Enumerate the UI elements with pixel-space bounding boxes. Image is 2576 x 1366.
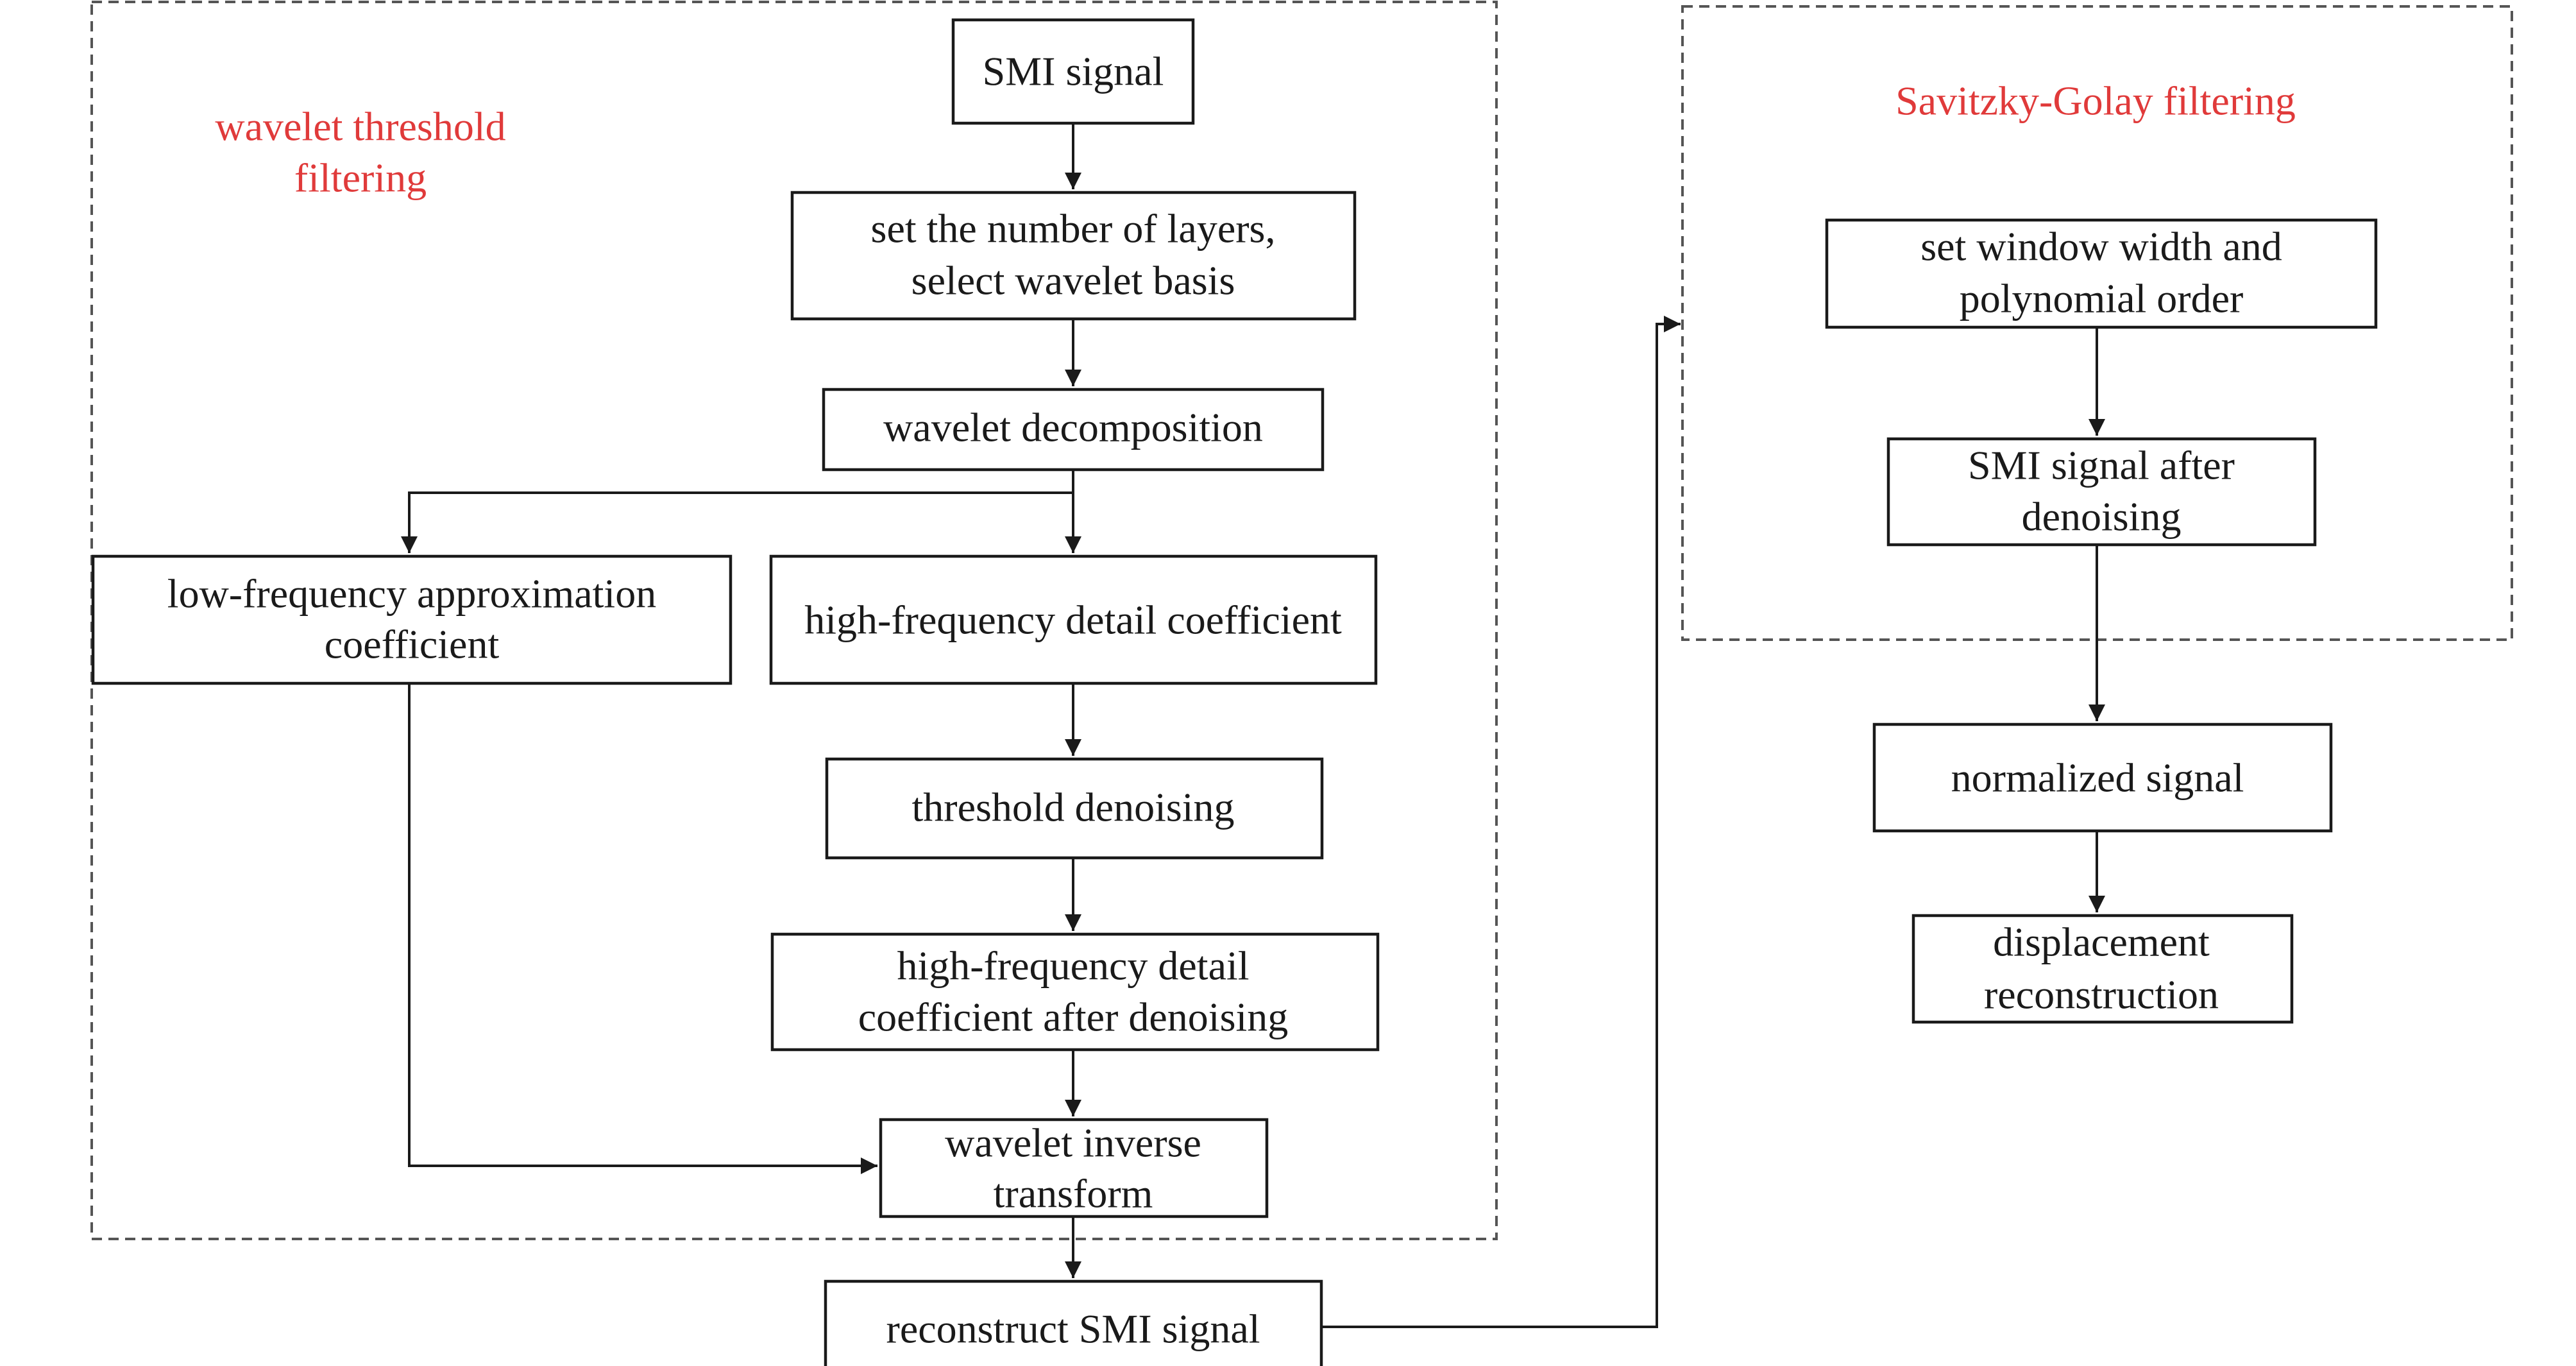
node-threshold: threshold denoising <box>825 757 1324 860</box>
node-reconstruct: reconstruct SMI signal <box>824 1279 1323 1366</box>
node-high-freq-denoised-line1: high-frequency detail <box>897 943 1249 989</box>
node-smi-signal-line1: SMI signal <box>983 49 1164 94</box>
arrow-decomposition-to-low-freq <box>401 491 1073 553</box>
node-window: set window width and polynomial order <box>1825 218 2378 329</box>
node-low-freq: low-frequency approximation coefficient <box>91 554 733 685</box>
node-set-layers-line1: set the number of layers, <box>871 206 1276 252</box>
node-threshold-line1: threshold denoising <box>911 785 1234 830</box>
arrow-low-freq-to-inverse <box>408 683 877 1174</box>
wavelet-group-label-line2: filtering <box>294 155 427 201</box>
node-smi-signal: SMI signal <box>951 18 1195 125</box>
node-low-freq-line2: coefficient <box>325 622 500 667</box>
node-displacement: displacement reconstruction <box>1911 914 2294 1024</box>
node-window-line1: set window width and <box>1920 224 2282 269</box>
node-smi-after: SMI signal after denoising <box>1886 437 2317 547</box>
node-inverse-line1: wavelet inverse <box>945 1120 1201 1166</box>
node-high-freq-denoised-line2: coefficient after denoising <box>858 995 1289 1040</box>
node-window-line2: polynomial order <box>1960 276 2244 321</box>
node-decomposition-line1: wavelet decomposition <box>883 405 1263 450</box>
connectors <box>401 123 2105 1328</box>
savitzky-group-label: Savitzky-Golay filtering <box>1895 78 2296 124</box>
node-inverse: wavelet inverse transform <box>879 1118 1269 1218</box>
node-normalized-line1: normalized signal <box>1951 755 2244 801</box>
node-displacement-line2: reconstruction <box>1984 972 2219 1018</box>
node-smi-after-line2: denoising <box>2022 494 2182 540</box>
node-low-freq-line1: low-frequency approximation <box>167 571 656 617</box>
node-high-freq-line1: high-frequency detail coefficient <box>804 597 1342 643</box>
node-reconstruct-line1: reconstruct SMI signal <box>886 1306 1260 1352</box>
node-displacement-line1: displacement <box>1993 919 2210 965</box>
wavelet-group-box <box>90 1 1498 1240</box>
node-set-layers: set the number of layers, select wavelet… <box>790 191 1357 321</box>
node-set-layers-line2: select wavelet basis <box>911 258 1235 303</box>
node-decomposition: wavelet decomposition <box>822 388 1325 472</box>
wavelet-group-label-line1: wavelet threshold <box>215 104 505 149</box>
node-normalized: normalized signal <box>1872 722 2333 833</box>
arrow-reconstruct-to-savitzky <box>1321 316 1681 1328</box>
node-high-freq-denoised: high-frequency detail coefficient after … <box>770 932 1380 1052</box>
node-high-freq: high-frequency detail coefficient <box>769 554 1378 685</box>
node-inverse-line2: transform <box>994 1171 1153 1217</box>
node-smi-after-line1: SMI signal after <box>1968 443 2235 488</box>
